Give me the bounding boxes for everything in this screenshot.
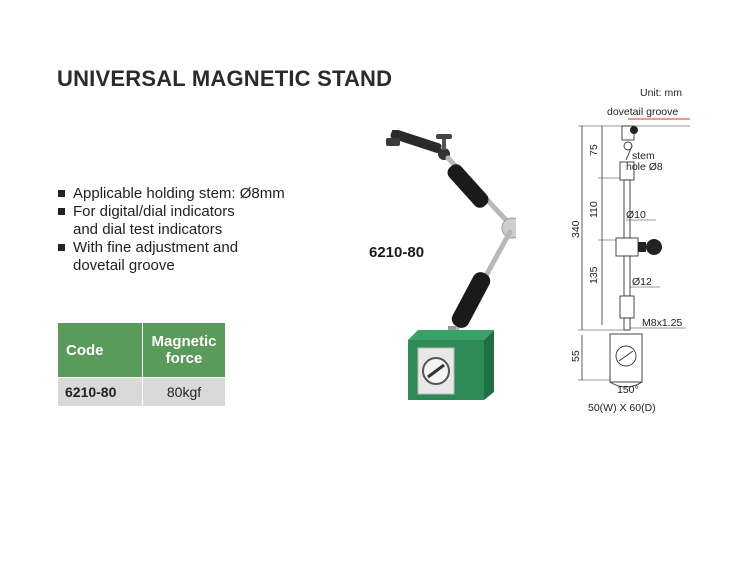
table-header-code: Code [57, 322, 143, 378]
bullet-square-icon [58, 208, 65, 215]
spec-table: Code Magnetic force 6210-80 80kgf [57, 322, 226, 407]
stem-hole-label: hole Ø8 [626, 161, 663, 173]
bullet-square-icon [58, 190, 65, 197]
feature-text: and dial test indicators [73, 221, 223, 238]
dovetail-label: dovetail groove [607, 106, 678, 118]
dimension-340: 340 [570, 220, 582, 238]
feature-list: Applicable holding stem: Ø8mm For digita… [58, 185, 285, 275]
dimension-55: 55 [570, 350, 582, 362]
magnetic-stand-image [386, 130, 516, 400]
header-force-line1: Magnetic [151, 333, 217, 350]
diameter-10-label: Ø10 [626, 209, 646, 221]
feature-text: For digital/dial indicators [73, 203, 235, 220]
angle-label: 150° [617, 384, 639, 396]
table-header-force: Magnetic force [142, 322, 226, 378]
feature-item: Applicable holding stem: Ø8mm [58, 185, 285, 203]
bullet-square-icon [58, 244, 65, 251]
product-model-label: 6210-80 [369, 244, 425, 261]
feature-text: Applicable holding stem: Ø8mm [73, 185, 285, 202]
page-title: UNIVERSAL MAGNETIC STAND [57, 66, 393, 91]
diameter-12-label: Ø12 [632, 276, 652, 288]
dimension-75: 75 [588, 144, 600, 156]
header-force-line2: force [165, 350, 203, 367]
stem-label: stem [632, 150, 655, 162]
dimension-110: 110 [588, 201, 600, 218]
base-size-label: 50(W) X 60(D) [588, 402, 656, 414]
feature-text: dovetail groove [73, 257, 175, 274]
table-cell-force: 80kgf [142, 377, 226, 407]
dovetail-clamp-icon [386, 130, 452, 160]
table-cell-code: 6210-80 [57, 377, 143, 407]
magnetic-base-icon [408, 330, 494, 400]
unit-label: Unit: mm [640, 87, 682, 99]
dimension-135: 135 [588, 266, 600, 284]
feature-item: For digital/dial indicators and dial tes… [58, 203, 285, 239]
table-row: 6210-80 80kgf [57, 377, 226, 407]
thread-label: M8x1.25 [642, 317, 682, 329]
feature-text: With fine adjustment and [73, 239, 239, 256]
feature-item: With fine adjustment and dovetail groove [58, 239, 285, 275]
dimension-drawing: Unit: mm dovetail groove 75 110 340 135 … [570, 87, 690, 414]
